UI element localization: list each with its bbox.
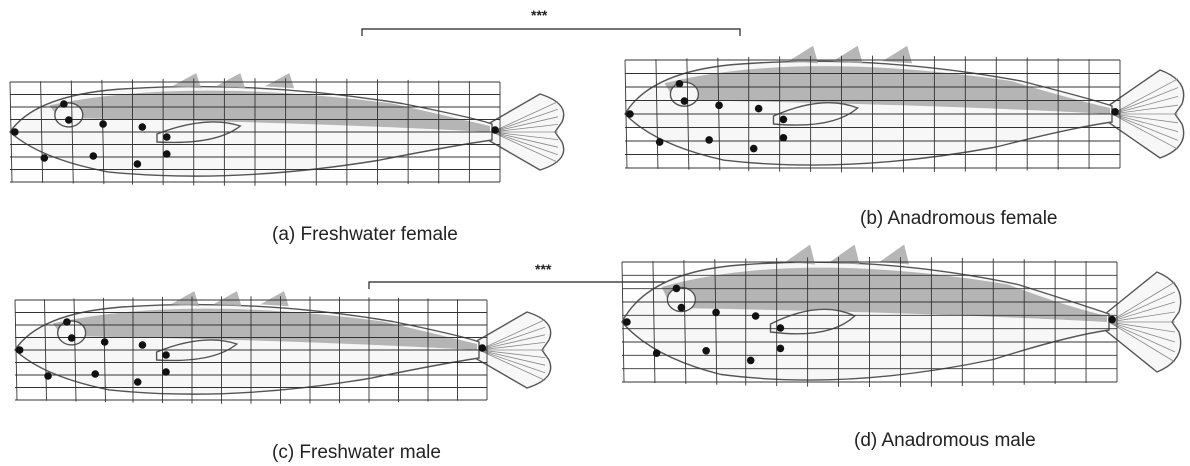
landmark-point [623,318,631,326]
landmark-point [676,80,684,88]
landmark-point [99,120,107,128]
landmark-point [780,116,788,124]
dorsal-spine [882,46,912,64]
landmark-point [101,338,109,346]
landmark-point [681,97,689,105]
landmark-point [491,126,499,134]
dorsal-spine [785,245,815,265]
dorsal-spine [265,73,294,88]
fish-anadromous-female [625,46,1184,173]
caption-anadromous-female: (b) Anadromous female [860,208,1058,229]
landmark-point [134,160,142,168]
landmark-point [702,347,710,355]
caption-anadromous-male: (d) Anadromous male [854,430,1036,451]
landmark-point [747,357,755,365]
dorsal-spine [788,46,818,64]
dorsal-spine [260,291,288,306]
landmark-point [752,312,760,320]
significance-bracket-females: *** [362,7,740,36]
landmark-point [777,324,785,332]
landmark-point [16,346,24,354]
landmark-point [91,370,99,378]
landmark-point [478,344,486,352]
landmark-point [134,378,142,386]
landmark-point [780,134,788,142]
landmark-point [162,368,170,376]
landmark-point [63,318,71,326]
dorsal-spine [172,73,201,88]
significance-label-bottom: *** [535,261,552,277]
deformation-grid [15,296,487,404]
landmark-point [65,116,73,124]
landmark-point [715,102,723,110]
caption-freshwater-female: (a) Freshwater female [272,224,458,245]
caption-freshwater-male: (c) Freshwater male [272,442,441,463]
fish-anadromous-male [622,245,1181,388]
landmark-point [41,154,49,162]
landmark-point [626,110,634,118]
dorsal-spine [833,46,863,64]
landmark-point [712,309,720,317]
landmark-point [1108,316,1116,324]
dorsal-spine [171,291,199,306]
dorsal-spine [216,73,245,88]
landmark-point [139,341,147,349]
landmark-point [11,128,19,136]
landmark-point [755,105,763,113]
dorsal-spine [830,245,860,265]
landmark-point [44,372,52,380]
deformation-grid [10,78,500,186]
fish-freshwater-male [15,291,551,404]
landmark-point [163,150,171,158]
deformation-grid [625,56,1120,173]
landmark-point [777,345,785,353]
dorsal-spine [879,245,909,265]
dorsal-spine [213,291,241,306]
landmark-point [60,100,68,108]
landmark-point [750,145,758,153]
landmark-point [1111,108,1119,116]
fish-freshwater-female [10,73,564,186]
landmark-point [678,304,686,312]
landmark-point [656,138,664,146]
landmark-point [705,136,713,144]
landmark-point [90,152,98,160]
landmark-point [653,349,661,357]
significance-label-top: *** [531,7,548,23]
landmark-point [162,351,170,359]
landmark-point [68,334,76,342]
landmark-point [673,285,681,293]
landmark-point [139,123,147,131]
landmark-point [163,133,171,141]
